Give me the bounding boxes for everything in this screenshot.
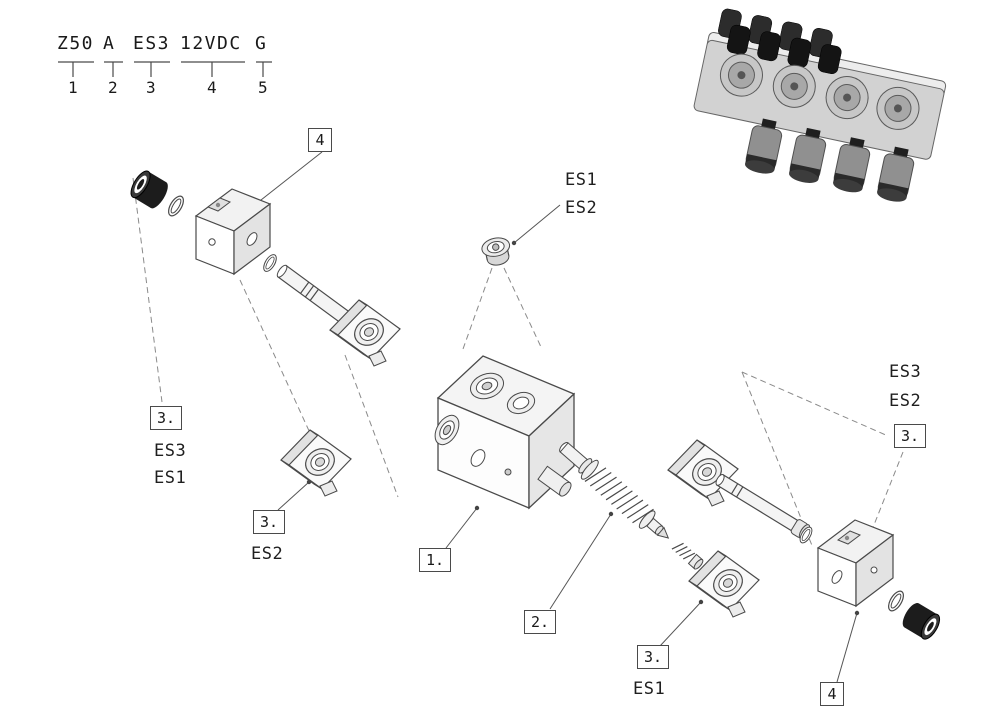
top-boss-2 xyxy=(506,391,536,415)
coil-label-es1: ES1 xyxy=(633,679,666,699)
right-stub xyxy=(537,465,572,497)
end-cap-left xyxy=(130,170,168,209)
callout-box-2-spool: 2. xyxy=(524,610,557,634)
model-code-segment-3: ES3 xyxy=(133,33,171,54)
solenoid-block-left xyxy=(194,188,272,276)
model-code-segment-1: Z50 xyxy=(57,33,95,54)
port-bosses xyxy=(719,53,920,130)
o-ring-right-2 xyxy=(885,588,907,614)
model-code-segment-2: A xyxy=(103,33,116,54)
group-left-label-es1: ES1 xyxy=(154,468,187,488)
end-cap-right xyxy=(902,602,941,640)
left-bore-boss xyxy=(434,414,460,446)
coil-es2-part xyxy=(280,429,352,497)
model-code-brackets xyxy=(58,61,272,77)
callout-box-3-left: 3. xyxy=(150,406,183,430)
spool-spring-assembly xyxy=(559,442,704,570)
o-ring-left-1 xyxy=(165,193,187,219)
solenoid-block-right xyxy=(816,519,895,608)
callout-box-3-right: 3. xyxy=(894,424,927,448)
solenoid-tubes xyxy=(718,8,842,75)
spool-rod-right xyxy=(715,473,811,540)
coil-cylinders xyxy=(745,118,915,202)
o-ring-left-2 xyxy=(260,252,280,274)
model-code-position-3: 3 xyxy=(146,78,156,97)
top-boss-1 xyxy=(470,372,504,400)
plug-label-es1: ES1 xyxy=(565,170,598,190)
callout-box-3-es2: 3. xyxy=(253,510,286,534)
group-right-label-es2: ES2 xyxy=(889,391,922,411)
group-left-label-es3: ES3 xyxy=(154,441,187,461)
dashed-alignment-lines xyxy=(132,177,904,549)
valve-body xyxy=(434,355,576,510)
group-right-label-es3: ES3 xyxy=(889,362,922,382)
callout-box-1-valve-body: 1. xyxy=(419,548,452,572)
model-code-segment-5: G xyxy=(255,33,268,54)
model-code-segment-4: 12VDC xyxy=(180,33,242,54)
model-code-position-5: 5 xyxy=(258,78,268,97)
assembled-valve-illustration xyxy=(693,8,947,202)
plug-label-es2: ES2 xyxy=(565,198,598,218)
model-code-position-2: 2 xyxy=(108,78,118,97)
coil-right-top xyxy=(667,439,739,507)
callout-box-4-bottom: 4 xyxy=(820,682,844,706)
callout-box-4-top: 4 xyxy=(308,128,332,152)
vent-plug xyxy=(481,237,511,266)
coil-label-es2: ES2 xyxy=(251,544,284,564)
model-code-position-4: 4 xyxy=(207,78,217,97)
model-code-position-1: 1 xyxy=(68,78,78,97)
callout-box-3-es1: 3. xyxy=(637,645,670,669)
